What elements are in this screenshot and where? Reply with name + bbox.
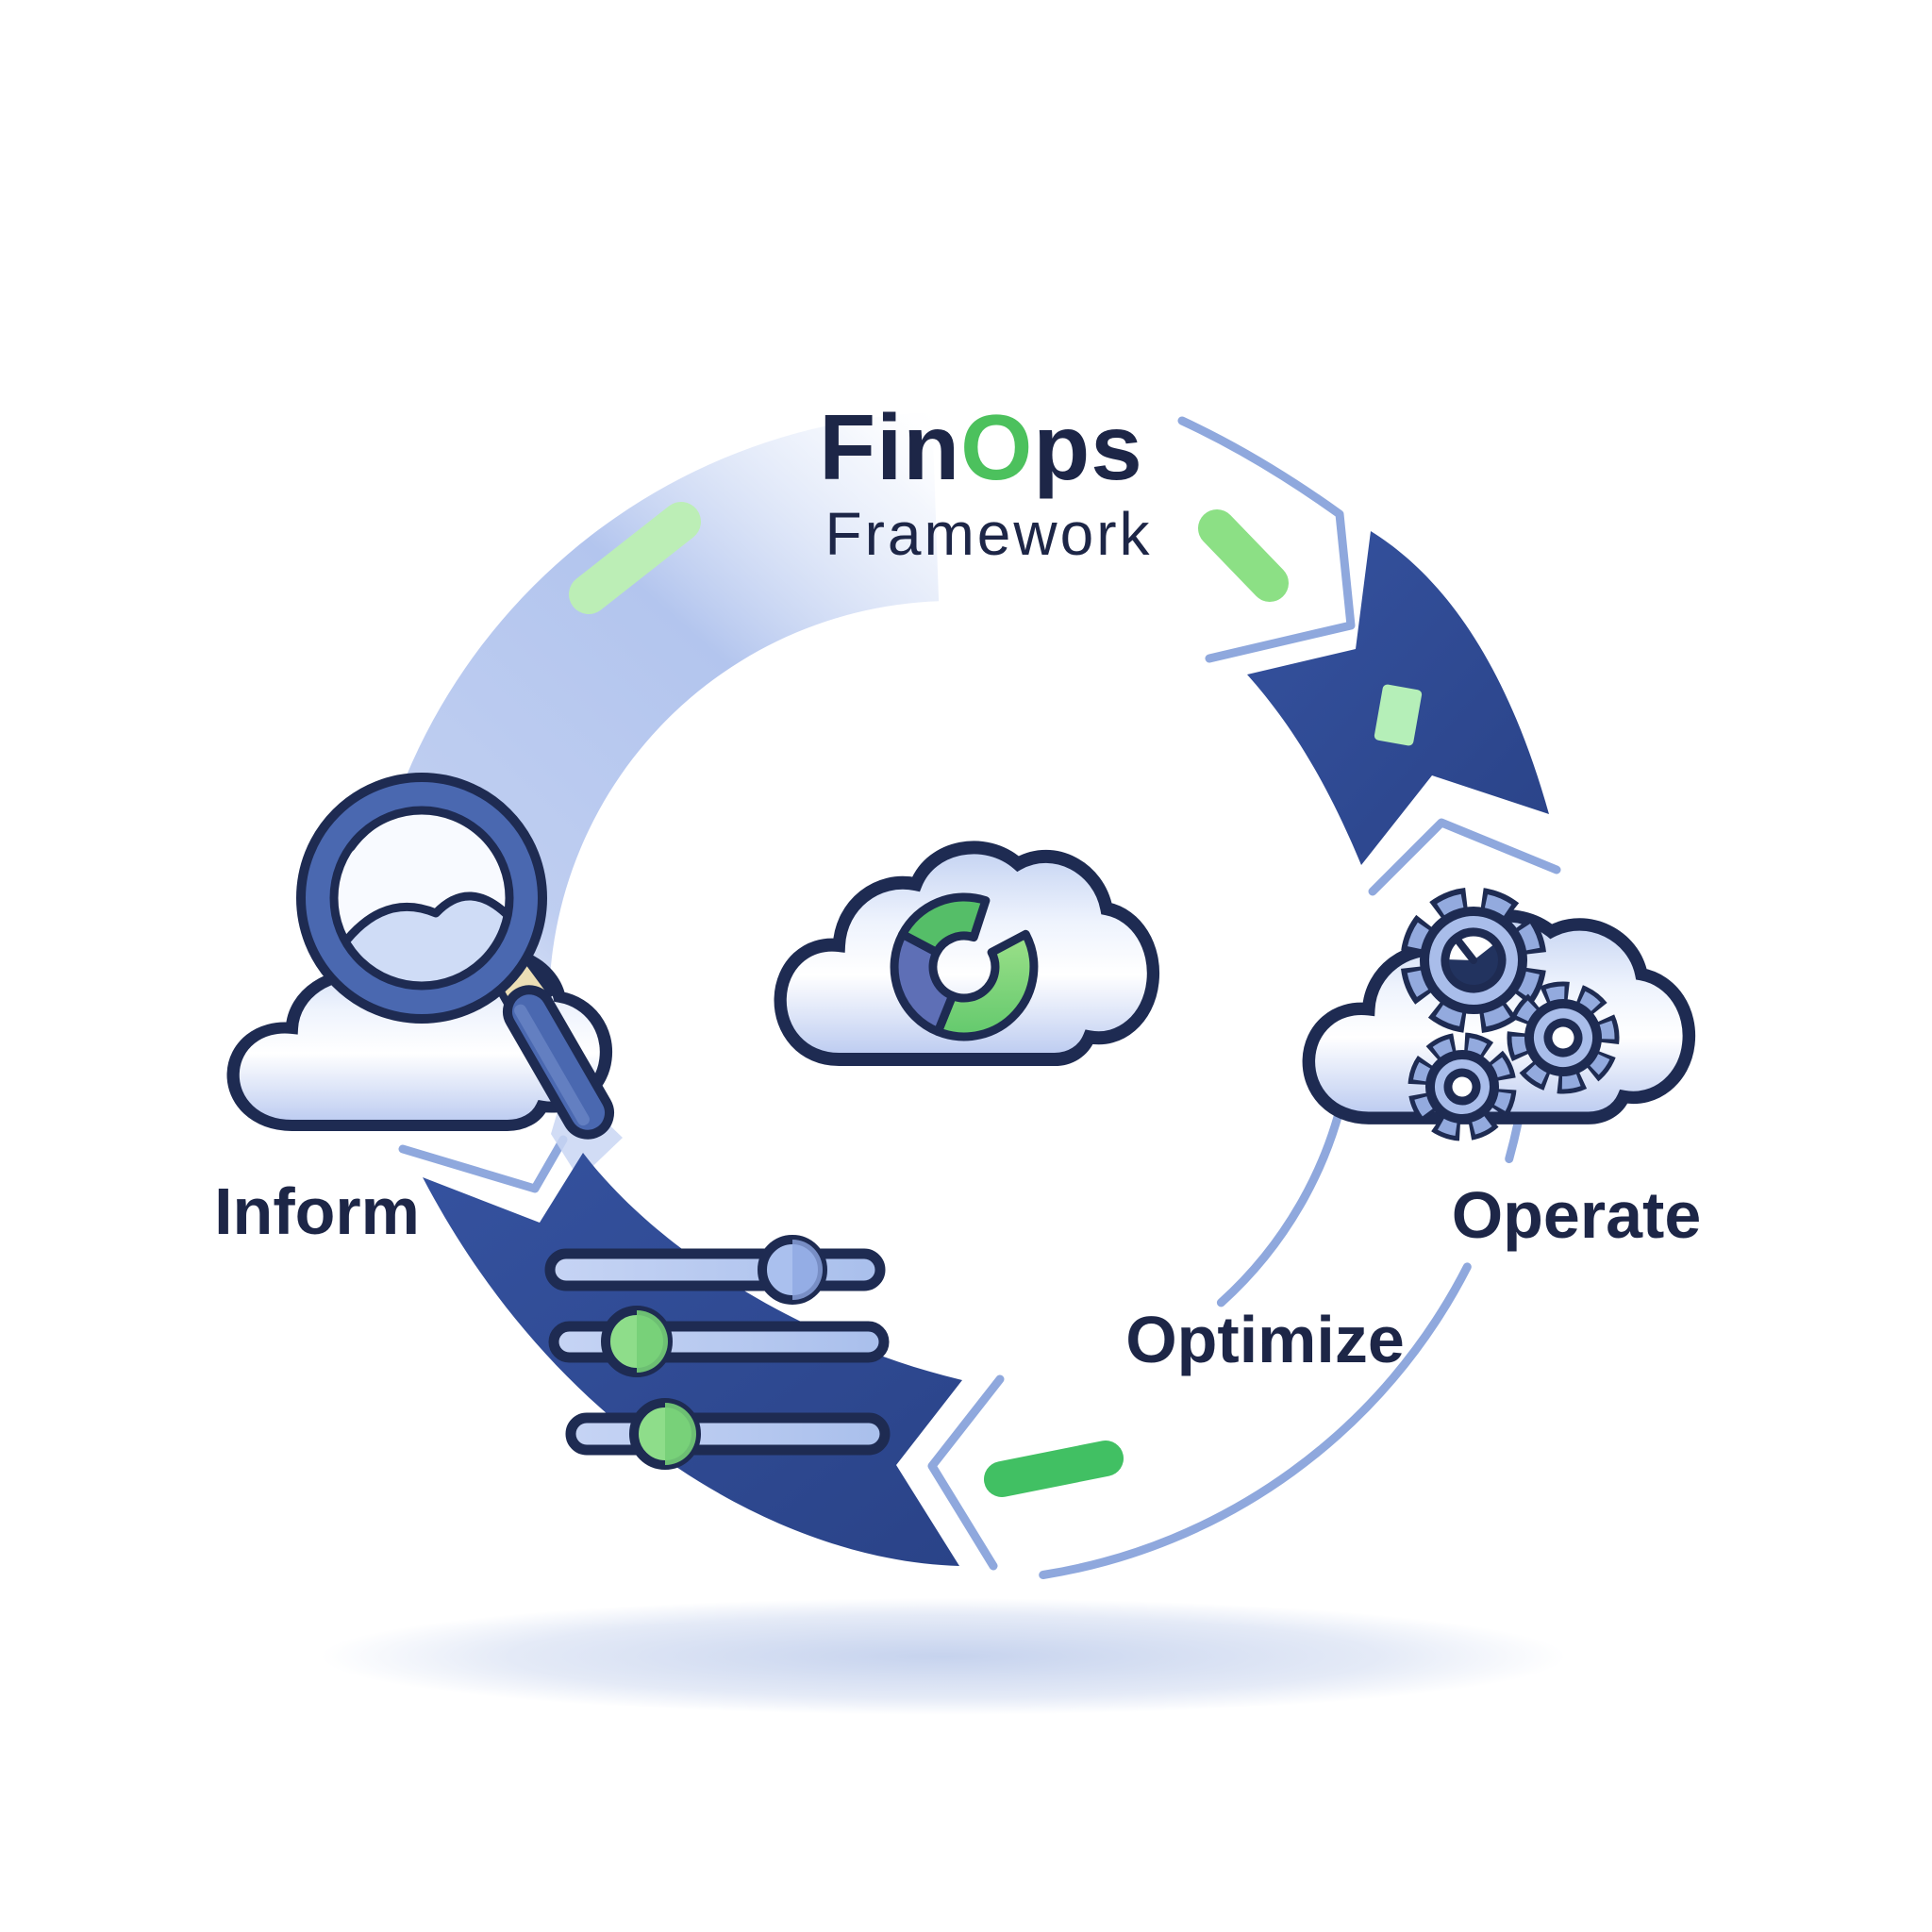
diagram-title: FinOps [819, 395, 1143, 499]
gear-small [1407, 1032, 1517, 1141]
slider-track-1 [544, 1248, 886, 1291]
slider-track-3 [565, 1412, 891, 1456]
gear-medium [1507, 981, 1620, 1094]
magnifier-ring-outline-outer [296, 773, 547, 1024]
magnifier-handle [503, 985, 614, 1140]
magnifier-ring [303, 779, 541, 1017]
band-green-dash [569, 502, 701, 614]
chevron-outline-right [1368, 818, 1561, 896]
chevron-outlines [398, 416, 1561, 1571]
donut-segment-blue [890, 929, 958, 1037]
chevron-outline-bottom [927, 1374, 1005, 1571]
cloud-donut-chart-icon [780, 847, 1153, 1059]
magnifier-ring-outline-inner [329, 806, 514, 991]
inner-arc-right [1216, 1083, 1350, 1307]
chevron-outline-top-right [1177, 416, 1356, 663]
gauge-fill [1449, 945, 1498, 986]
phase-label-operate: Operate [1452, 1178, 1702, 1252]
arrow-mint-dash [1374, 684, 1423, 746]
chevron-outline-left [398, 1135, 568, 1193]
sliders-icon [544, 1235, 891, 1470]
phase-label-optimize: Optimize [1125, 1303, 1405, 1376]
gauge-needle [1455, 938, 1477, 964]
title-part2: ps [1033, 395, 1142, 499]
slider-knob-2-shade [637, 1310, 668, 1373]
slider-knob-1-shade [792, 1240, 823, 1300]
gears-cloud-icon [1308, 887, 1689, 1141]
diagram-subtitle: Framework [824, 500, 1152, 568]
phase-label-inform: Inform [214, 1174, 420, 1248]
gear-large [1400, 887, 1547, 1034]
title-part1: Fin [819, 395, 960, 499]
ground-shadow [321, 1598, 1566, 1715]
magnifier-cloud-icon [296, 773, 614, 1140]
donut-chart [890, 892, 1039, 1041]
green-dash-bottom [984, 1441, 1124, 1497]
donut-segment-green [898, 892, 991, 957]
outer-arc-bottom-right [1039, 1262, 1472, 1579]
donut-segment-light-green [933, 929, 1039, 1041]
slider-knob-3-shade [665, 1403, 696, 1465]
inform-icon-group [233, 773, 614, 1140]
title-accent: O [960, 395, 1033, 499]
green-dash-top-right [1198, 509, 1289, 602]
